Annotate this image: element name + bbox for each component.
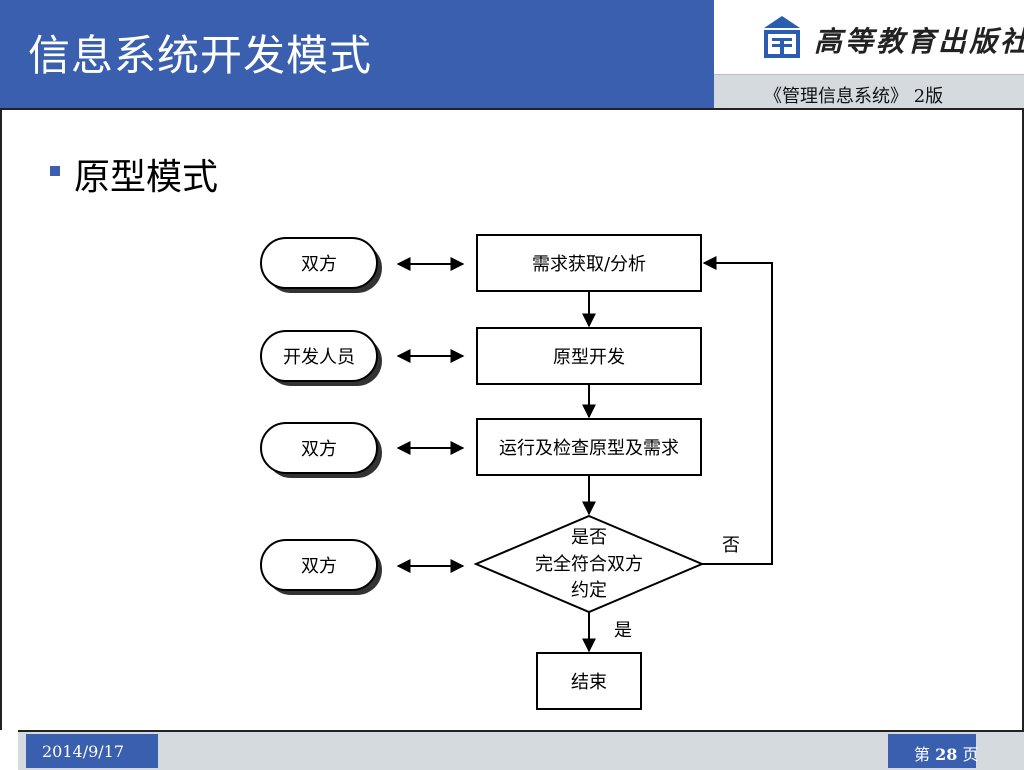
page-title: 信息系统开发模式 [28,31,373,80]
frame-line-right [1022,108,1024,730]
step-requirements-label: 需求获取/分析 [532,254,646,275]
label-yes: 是 [614,620,632,641]
section-title: 原型模式 [74,157,219,198]
step-run-check-label: 运行及检查原型及需求 [499,438,679,459]
page-suffix: 页 [962,745,979,764]
publisher-box: 高等教育出版社 [714,0,1024,74]
publisher-logo-icon [764,16,800,58]
frame-line-left [0,108,2,730]
party-label-4: 双方 [301,556,337,577]
book-title: 《管理信息系统》 2版 [764,86,944,107]
step-end-label: 结束 [571,672,607,693]
party-label-3: 双方 [301,439,337,460]
step-end: 结束 [536,652,642,710]
step-requirements: 需求获取/分析 [476,234,702,292]
book-title-box: 《管理信息系统》 2版 [714,74,1024,109]
party-pill-2: 开发人员 [260,330,382,386]
decision-line-1: 是否 [571,527,607,548]
footer-page-indicator: 第 28 页 [914,741,978,765]
decision-line-2: 完全符合双方 [535,554,643,575]
step-run-check: 运行及检查原型及需求 [476,418,702,476]
step-prototype: 原型开发 [476,327,702,385]
decision-line-3: 约定 [571,580,607,601]
page-number: 28 [935,745,958,764]
decision-diamond: 是否 完全符合双方 约定 [473,514,705,614]
feedback-loop-no [702,256,773,565]
party-pill-1: 双方 [260,237,382,293]
step-prototype-label: 原型开发 [553,347,625,368]
footer-date: 2014/9/17 [42,742,125,761]
header-bar: 信息系统开发模式 [0,0,714,108]
publisher-name: 高等教育出版社 [814,25,1024,58]
party-label-1: 双方 [301,254,337,275]
footer-page-box: 第 28 页 [888,734,978,768]
footer-bar [18,730,1024,770]
footer-date-box: 2014/9/17 [26,734,158,768]
label-no: 否 [722,535,740,556]
party-pill-3: 双方 [260,422,382,478]
party-pill-4: 双方 [260,539,382,595]
page-prefix: 第 [914,745,931,764]
header-divider [0,108,1024,110]
bullet-square-icon [50,166,60,176]
party-label-2: 开发人员 [283,347,355,368]
